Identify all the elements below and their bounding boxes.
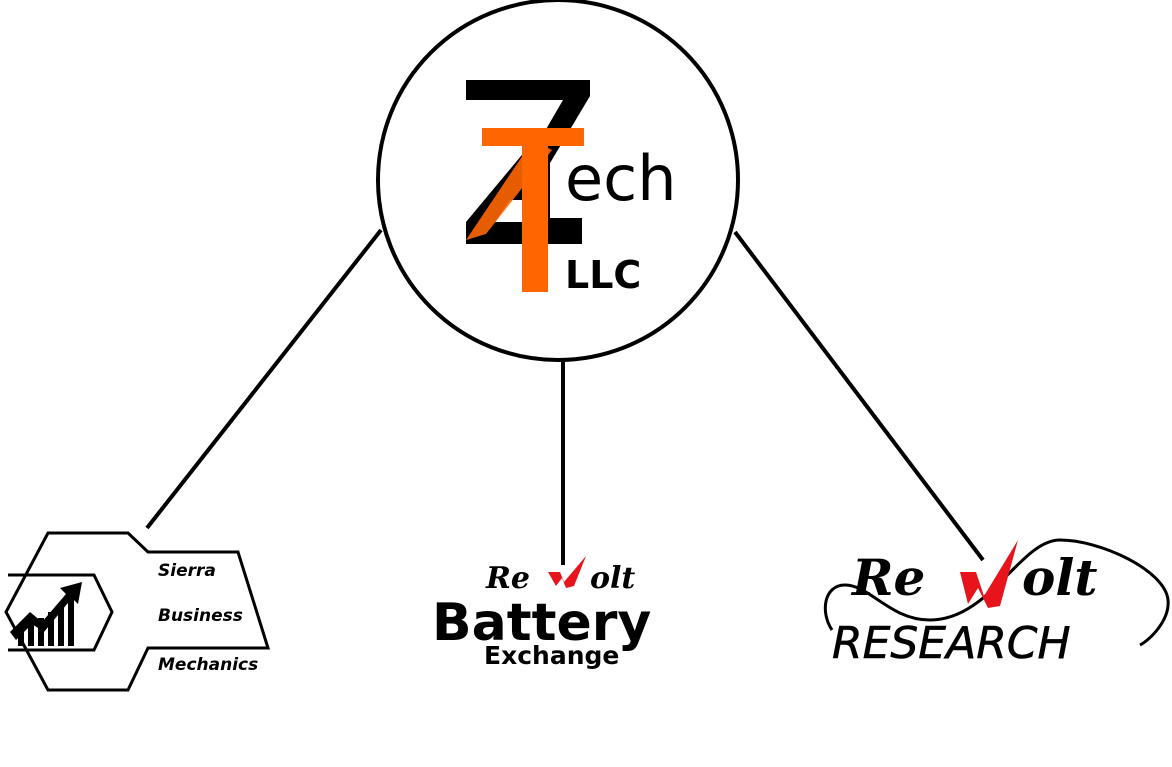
rbe-brand-re: Re [485,561,530,596]
connector-parent-sbm [145,228,383,530]
child-node-revolt-research: Re olt RESEARCH [823,538,1170,669]
logo-suffix-llc: LLC [565,253,641,297]
sbm-line-mechanics: Mechanics [158,655,258,675]
rbe-brand-olt: olt [590,561,635,596]
sbm-line-business: Business [158,606,243,626]
child-node-sierra-business-mechanics: Sierra Business Mechanics [4,531,271,692]
wrench-inner-bracket [8,573,114,652]
rising-chart-icon [10,582,82,646]
logo-word-ech: ech [565,142,677,215]
rbe-subtitle-exchange: Exchange [484,641,619,670]
lightning-bolt-icon [548,556,586,588]
connector-parent-rr [733,230,985,562]
rr-title-research: RESEARCH [832,618,1071,669]
logo-orange-bar [482,128,584,146]
parent-node-7tech: ech LLC [376,0,740,362]
child-node-revolt-battery-exchange: Re olt Battery Exchange [432,556,651,670]
lightning-bolt-icon [960,540,1018,608]
logo-orange-diagonal [466,140,552,240]
parent-circle [376,0,740,362]
rbe-title-battery: Battery [432,593,651,653]
rr-brand-olt: olt [1022,548,1097,607]
logo-seven-black [466,80,590,200]
sbm-line-sierra: Sierra [158,561,216,581]
rr-brand-re: Re [850,548,925,607]
